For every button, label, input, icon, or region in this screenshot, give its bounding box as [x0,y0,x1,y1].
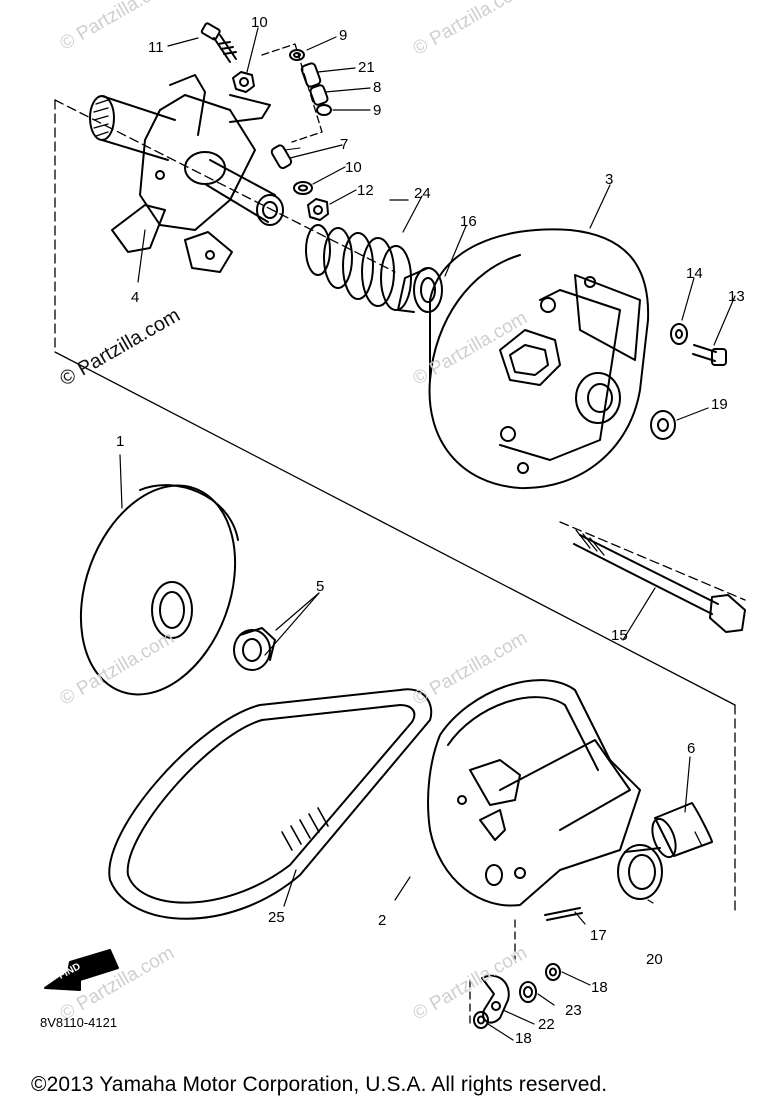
bolt-13 [692,344,727,366]
shaft-spider-4 [89,74,284,283]
part-label-5: 5 [316,578,325,595]
part-label-2: 2 [378,912,387,929]
housing-2 [394,679,641,907]
nut-10-upper [232,71,255,93]
spring-24 [305,199,412,311]
part-label-4: 4 [131,289,140,306]
part-label-23: 23 [565,1002,582,1019]
part-label-1: 1 [116,433,125,450]
bushing-5 [233,627,276,671]
find-arrow-icon [44,949,119,991]
part-label-21: 21 [358,59,375,76]
part-label-20: 20 [646,951,663,968]
part-label-18-right: 18 [591,979,608,996]
washer-18-right [545,963,561,981]
part-label-9-upper: 9 [339,27,348,44]
part-label-16: 16 [460,213,477,230]
part-label-10-lower: 10 [345,159,362,176]
part-label-6: 6 [687,740,696,757]
bolt-11 [200,22,237,63]
bolt-15 [573,529,746,633]
bushing-16 [397,267,443,313]
part-label-17: 17 [590,927,607,944]
part-label-9-lower: 9 [373,102,382,119]
leader-lines [119,27,736,1041]
part-6 [651,802,713,859]
part-label-14: 14 [686,265,703,282]
part-label-25: 25 [268,909,285,926]
assembly-boundary [54,99,746,1026]
diagram-code: 8V8110-4121 [40,1015,118,1030]
cover-3 [428,228,650,490]
part-label-22: 22 [538,1016,555,1033]
part-label-8: 8 [373,79,382,96]
nut-12 [307,198,329,221]
washer-18-left [473,1011,489,1029]
small-parts-stack [261,43,332,170]
part-label-11: 11 [148,39,164,56]
washer-19 [650,410,676,440]
sheave-1 [79,484,239,696]
part-label-12: 12 [357,182,374,199]
part-label-3: 3 [605,171,614,188]
part-label-10-upper: 10 [251,14,268,31]
washer-10-lower [293,181,313,195]
part-label-18-left: 18 [515,1030,532,1047]
ring-20 [617,844,663,900]
part-label-24: 24 [414,185,431,202]
belt-25 [108,688,433,920]
part-label-13: 13 [728,288,745,305]
part-label-7: 7 [340,136,349,153]
part-label-15: 15 [611,627,628,644]
washer-14 [670,323,688,345]
part-label-19: 19 [711,396,728,413]
roller-23 [519,981,537,1003]
copyright-footer: ©2013 Yamaha Motor Corporation, U.S.A. A… [31,1073,608,1096]
